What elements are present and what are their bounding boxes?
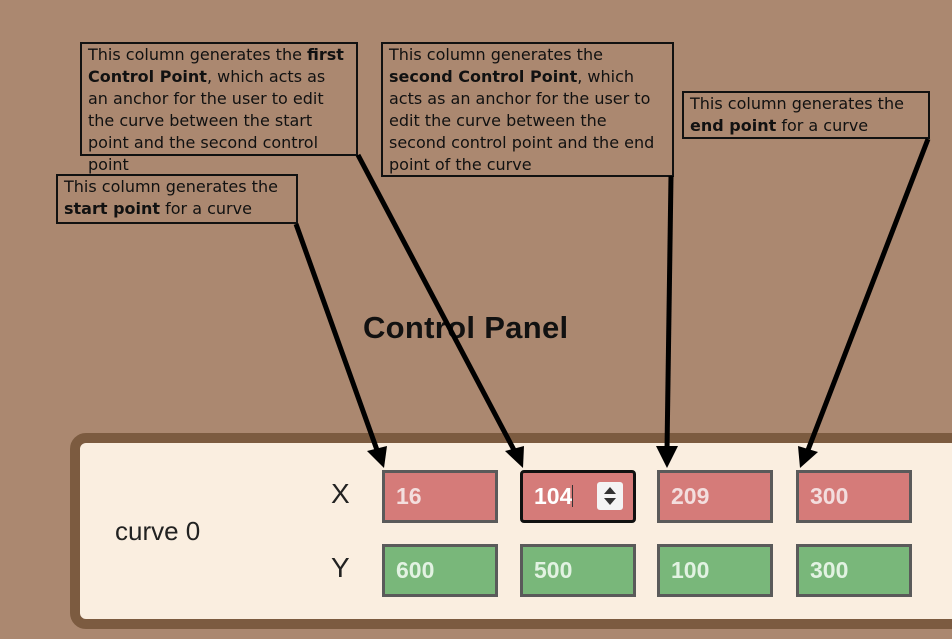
field-value: 104 <box>534 483 573 509</box>
arrow-end <box>805 138 931 451</box>
start-point-x-input[interactable]: 16 <box>382 470 498 523</box>
annotation-text: for a curve <box>776 116 869 135</box>
annotation-first-control-point: This column generates the first Control … <box>80 42 358 174</box>
field-value: 100 <box>671 557 710 583</box>
text-caret <box>572 485 574 507</box>
annotation-text: , which acts as an anchor for the user t… <box>88 67 326 174</box>
field-value: 209 <box>671 483 710 509</box>
field-value: 300 <box>810 557 849 583</box>
annotation-bold-text: first Control Point <box>88 45 344 86</box>
control-panel <box>70 433 952 629</box>
annotation-start-point: This column generates the start point fo… <box>56 174 298 224</box>
control-point-1-y-input[interactable]: 500 <box>520 544 636 597</box>
up-down-spinner-icon[interactable] <box>597 482 623 510</box>
end-point-x-input[interactable]: 300 <box>796 470 912 523</box>
annotation-bold-text: start point <box>64 199 161 218</box>
field-value: 500 <box>534 557 573 583</box>
field-value: 300 <box>810 483 849 509</box>
end-point-y-input[interactable]: 300 <box>796 544 912 597</box>
annotation-text: This column generates the <box>690 94 904 113</box>
annotation-text: This column generates the <box>64 177 278 196</box>
start-point-y-input[interactable]: 600 <box>382 544 498 597</box>
annotation-bold-text: second Control Point <box>389 67 578 86</box>
annotation-text: This column generates the <box>389 45 603 64</box>
control-point-2-y-input[interactable]: 100 <box>657 544 773 597</box>
annotation-end-point: This column generates the end point for … <box>682 91 930 139</box>
arrow-first <box>355 153 517 452</box>
annotation-text: , which acts as an anchor for the user t… <box>389 67 655 174</box>
annotation-text: This column generates the <box>88 45 308 64</box>
x-axis-label: X <box>331 478 350 509</box>
curve-label: curve 0 <box>115 516 201 546</box>
control-point-1-x-input[interactable]: 104 <box>520 470 636 523</box>
y-axis-label: Y <box>331 552 350 583</box>
control-point-2-x-input[interactable]: 209 <box>657 470 773 523</box>
annotation-bold-text: end point <box>690 116 777 135</box>
annotation-second-control-point: This column generates the second Control… <box>381 42 674 177</box>
panel-title: Control Panel <box>363 310 569 345</box>
field-value: 600 <box>396 557 435 583</box>
annotation-text: for a curve <box>160 199 252 218</box>
arrow-second <box>664 175 674 451</box>
field-value: 16 <box>396 483 422 509</box>
